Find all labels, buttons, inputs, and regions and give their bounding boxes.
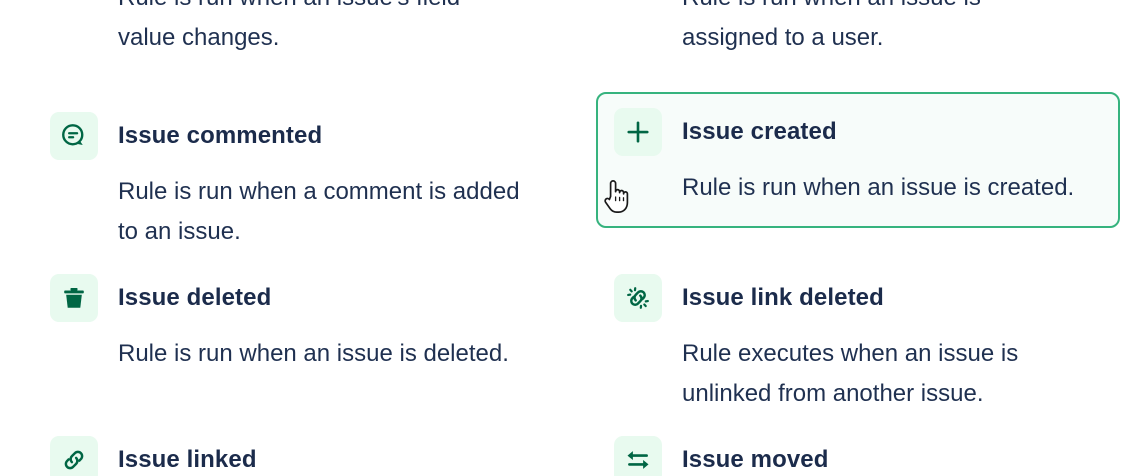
trigger-row-issue-commented[interactable]: Issue commented Rule is run when a comme… [32, 96, 540, 272]
trigger-column-left: Rule is run when an issue's field value … [32, 0, 540, 476]
trigger-description: Rule is run when an issue is created. [682, 174, 1075, 201]
row-head: Issue created [614, 108, 1102, 156]
plus-icon [614, 108, 662, 156]
trigger-description: Rule executes when an issue is unlinked … [682, 340, 1019, 407]
trigger-row-partial-top-left[interactable]: Rule is run when an issue's field value … [32, 0, 540, 78]
trigger-column-right: Rule is run when an issue is assigned to… [570, 0, 1140, 476]
trigger-row-issue-link-deleted[interactable]: Issue link deleted Rule executes when an… [596, 258, 1120, 434]
trigger-description: Rule is run when a comment is added to a… [118, 178, 520, 245]
trigger-title: Issue deleted [118, 283, 272, 311]
broken-link-icon [614, 274, 662, 322]
row-head: Issue linked [50, 436, 522, 476]
trigger-description: Rule is run when an issue is deleted. [118, 340, 509, 367]
trigger-row-issue-moved[interactable]: Issue moved [596, 420, 1120, 476]
row-head: Issue moved [614, 436, 1102, 476]
comment-bubble-icon [50, 112, 98, 160]
trigger-title: Issue linked [118, 445, 257, 473]
trigger-title: Issue link deleted [682, 283, 884, 311]
trigger-row-issue-deleted[interactable]: Issue deleted Rule is run when an issue … [32, 258, 540, 394]
link-icon [50, 436, 98, 476]
move-arrows-icon [614, 436, 662, 476]
trigger-title: Issue created [682, 117, 837, 145]
trigger-description: Rule is run when an issue is assigned to… [682, 0, 981, 51]
row-head: Issue commented [50, 112, 522, 160]
trigger-row-partial-top-right[interactable]: Rule is run when an issue is assigned to… [596, 0, 1120, 78]
trigger-title: Issue moved [682, 445, 829, 473]
trigger-row-issue-linked[interactable]: Issue linked [32, 420, 540, 476]
trash-icon [50, 274, 98, 322]
trigger-description: Rule is run when an issue's field value … [118, 0, 460, 51]
trigger-title: Issue commented [118, 121, 323, 149]
row-head: Issue deleted [50, 274, 522, 322]
row-head: Issue link deleted [614, 274, 1102, 322]
trigger-row-issue-created[interactable]: Issue created Rule is run when an issue … [596, 92, 1120, 228]
